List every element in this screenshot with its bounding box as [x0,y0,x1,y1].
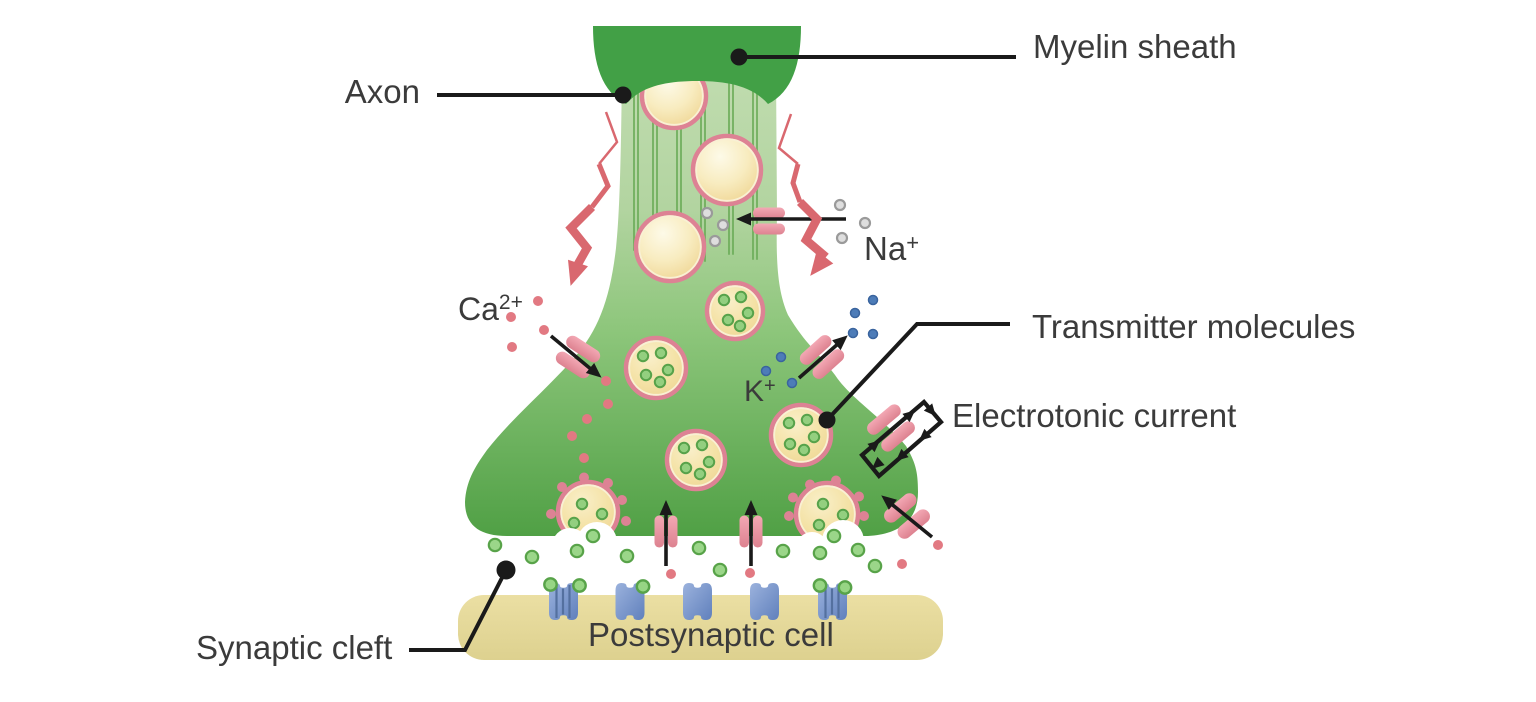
svg-text:Axon: Axon [345,73,420,110]
svg-text:Myelin sheath: Myelin sheath [1033,28,1237,65]
svg-text:Synaptic cleft: Synaptic cleft [196,629,392,666]
svg-text:Na+: Na+ [864,230,919,267]
svg-text:Ca2+: Ca2+ [458,291,523,327]
svg-text:Electrotonic current: Electrotonic current [952,397,1236,434]
svg-text:Postsynaptic cell: Postsynaptic cell [588,616,834,653]
svg-text:Transmitter molecules: Transmitter molecules [1032,308,1355,345]
